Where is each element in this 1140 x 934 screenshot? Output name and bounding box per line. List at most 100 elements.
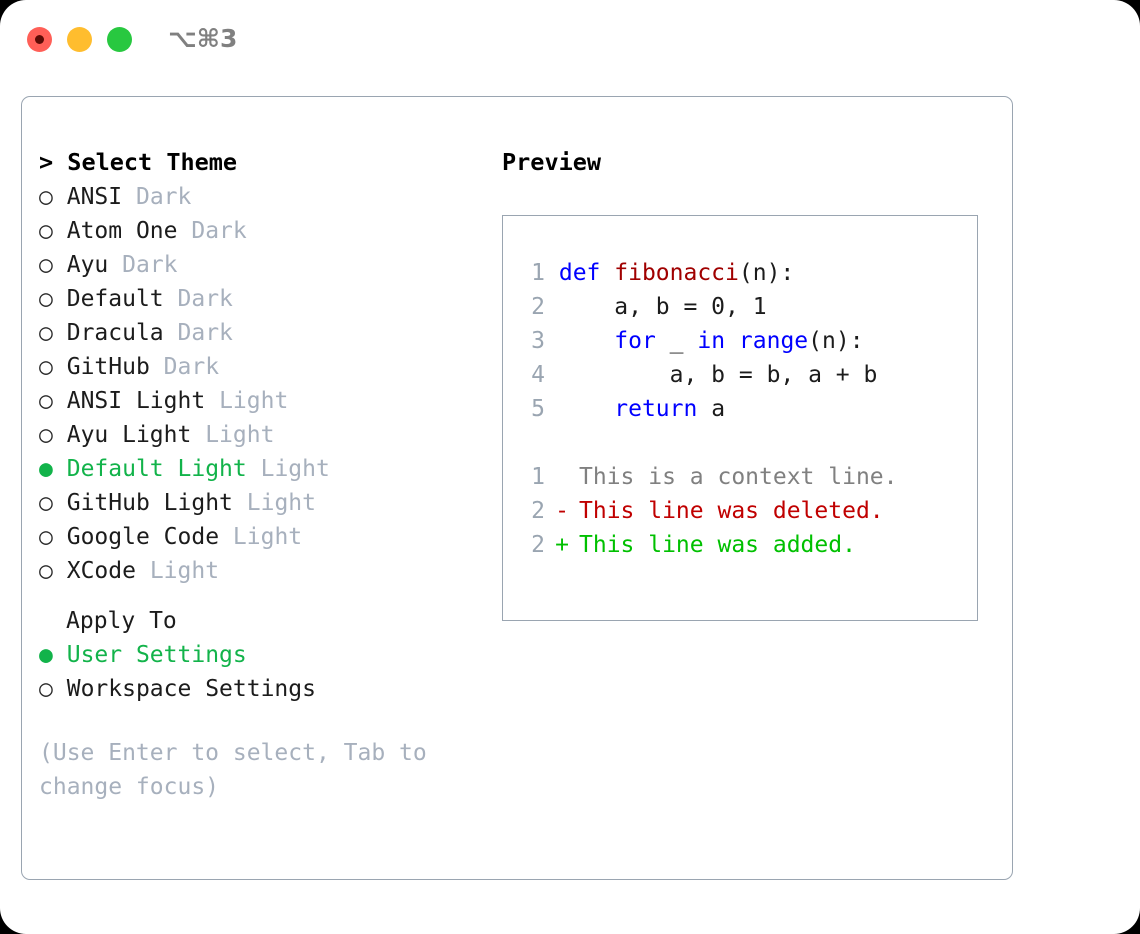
radio-unselected-icon: ○ [39,184,53,210]
line-number: 2 [531,294,545,320]
apply-to-option[interactable]: ○ Workspace Settings [39,672,489,706]
theme-variant: Light [205,422,275,448]
preview-header: Preview [502,148,602,176]
theme-list-item[interactable]: ○ Default Dark [39,282,489,316]
minimize-icon[interactable] [67,27,92,52]
code-line: 4 a, b = b, a + b [519,358,898,392]
maximize-icon[interactable] [107,27,132,52]
theme-list-item[interactable]: ○ Ayu Light Light [39,418,489,452]
radio-unselected-icon: ○ [39,558,53,584]
code-line: 1 def fibonacci(n): [519,256,898,290]
radio-unselected-icon: ○ [39,286,53,312]
theme-variant: Light [149,558,220,584]
line-number: 1 [531,464,545,490]
close-icon[interactable] [27,27,52,52]
main-panel: > Select Theme ○ ANSI Dark○ Atom One Dar… [21,96,1013,880]
theme-list-item[interactable]: ○ GitHub Dark [39,350,489,384]
theme-name: Atom One [66,218,178,244]
line-number: 3 [531,328,545,354]
radio-unselected-icon: ○ [39,676,53,702]
theme-variant: Dark [177,286,233,312]
code-line: 3 for _ in range(n): [519,324,898,358]
theme-variant: Dark [177,320,233,346]
theme-name: ANSI Light [66,388,206,414]
theme-variant: Light [260,456,330,482]
theme-list-item[interactable]: ● Default Light Light [39,452,489,486]
diff-text: This line was added. [579,532,856,558]
code-token [559,396,614,422]
code-token: a [697,396,726,422]
line-number: 5 [531,396,545,422]
code-token: range [738,328,809,354]
theme-list-item[interactable]: ○ ANSI Dark [39,180,489,214]
theme-name: GitHub [66,354,150,380]
select-theme-header: > Select Theme [39,148,238,176]
apply-to-label: User Settings [66,642,247,668]
code-token: def [558,260,615,286]
theme-name: Google Code [66,524,220,550]
theme-list-item[interactable]: ○ ANSI Light Light [39,384,489,418]
radio-unselected-icon: ○ [39,252,53,278]
theme-name: Ayu [66,252,109,278]
radio-unselected-icon: ○ [39,218,53,244]
radio-unselected-icon: ○ [39,490,53,516]
titlebar: ⌥⌘3 [0,0,1140,76]
theme-name: Dracula [66,320,164,346]
code-token: a, b = 0, 1 [558,294,767,320]
hint-text: (Use Enter to select, Tab to change focu… [39,740,427,800]
radio-unselected-icon: ○ [39,388,53,414]
apply-to-label: Workspace Settings [66,676,316,702]
theme-variant: Dark [122,252,178,278]
code-token: a, b = b, a + b [558,362,878,388]
theme-list-item[interactable]: ○ Atom One Dark [39,214,489,248]
apply-to-header: Apply To [66,608,177,634]
code-token: in [697,328,726,354]
radio-unselected-icon: ○ [39,354,53,380]
line-number: 1 [531,260,545,286]
code-token [725,328,739,354]
theme-variant: Dark [191,218,247,244]
diff-line: 2 + This line was added. [519,528,898,562]
diff-line: 2-This line was deleted. [519,494,898,528]
code-token: return [614,396,698,422]
preview-column: Preview 1 def fibonacci(n):2 a, b = 0, 1… [502,144,1002,621]
theme-list-item[interactable]: ○ GitHub Light Light [39,486,489,520]
radio-selected-icon: ● [39,456,53,482]
code-token: for [614,328,656,354]
diff-text: This is a context line. [579,464,898,490]
diff-text: This line was deleted. [579,498,884,524]
radio-selected-icon: ● [39,642,53,668]
code-line: 2 a, b = 0, 1 [519,290,898,324]
code-diff-separator [519,426,898,460]
theme-variant: Light [219,388,289,414]
theme-list: ○ ANSI Dark○ Atom One Dark○ Ayu Dark○ De… [39,180,489,588]
theme-name: Default [66,286,164,312]
theme-list-item[interactable]: ○ XCode Light [39,554,489,588]
radio-unselected-icon: ○ [39,422,53,448]
theme-name: GitHub Light [66,490,233,516]
apply-to-list: ● User Settings○ Workspace Settings [39,638,489,706]
line-number: 2 [531,498,545,524]
diff-marker: - [555,498,569,524]
theme-variant: Dark [135,184,192,210]
theme-list-item[interactable]: ○ Dracula Dark [39,316,489,350]
theme-variant: Light [232,524,303,550]
code-line: 5 return a [519,392,898,426]
radio-unselected-icon: ○ [39,524,53,550]
theme-variant: Light [246,490,316,516]
code-token: fibonacci [614,260,739,286]
radio-unselected-icon: ○ [39,320,53,346]
theme-selector-column: > Select Theme ○ ANSI Dark○ Atom One Dar… [39,144,489,804]
theme-list-item[interactable]: ○ Ayu Dark [39,248,489,282]
line-number: 2 [531,532,545,558]
code-token: (n): [808,328,864,354]
apply-to-option[interactable]: ● User Settings [39,638,489,672]
theme-name: ANSI [66,184,123,210]
diff-marker: + [555,532,569,558]
code-token [559,328,614,354]
theme-list-item[interactable]: ○ Google Code Light [39,520,489,554]
diff-line: 1 This is a context line. [519,460,898,494]
